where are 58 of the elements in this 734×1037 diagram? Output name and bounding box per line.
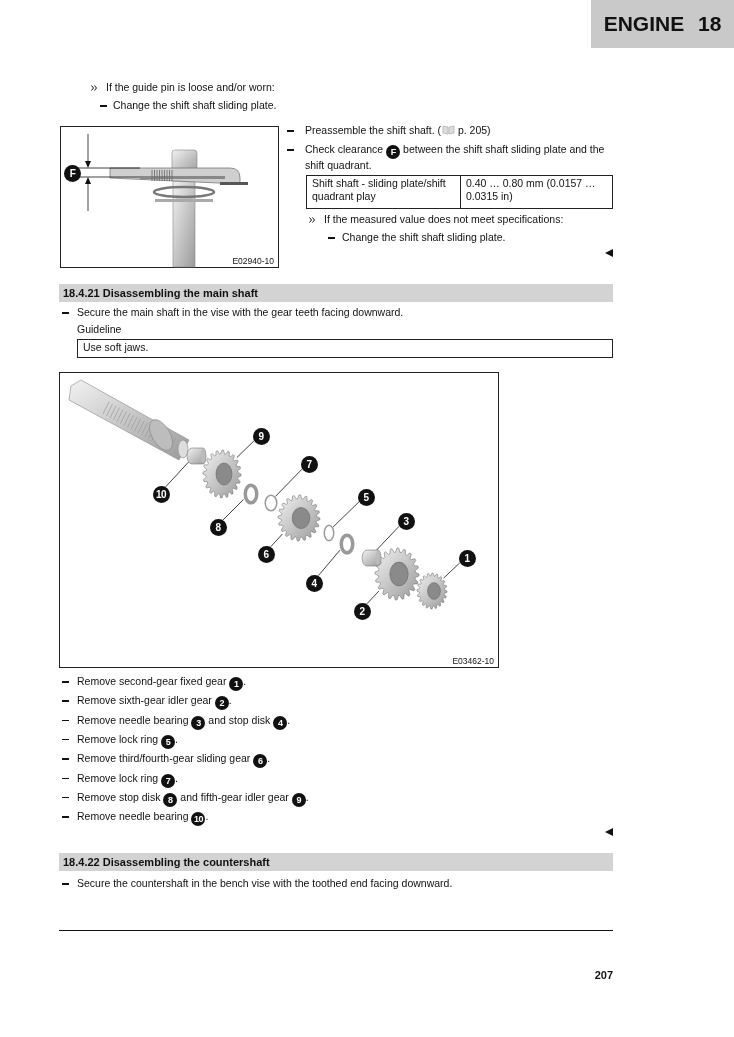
callout-number: 2 (353, 602, 371, 620)
callout-number: 3 (397, 512, 415, 530)
gear-drawing (416, 572, 448, 610)
leader-line (365, 590, 379, 604)
figure-code: E02940-10 (232, 256, 274, 266)
instruction-text: Remove second-gear fixed gear 1. (77, 675, 248, 691)
instruction-text: Preassemble the shift shaft. ( p. 205) (305, 124, 492, 137)
page-header-title: ENGINE 18 (591, 0, 734, 48)
instruction-text: Change the shift shaft sliding plate. (342, 231, 507, 244)
figure-code: E03462-10 (452, 656, 494, 666)
page-number: 207 (593, 969, 613, 982)
ring-drawing (339, 533, 355, 555)
instruction-text: Secure the countershaft in the bench vise with the toothed end facing downward. (77, 877, 454, 890)
callout-number: 4 (305, 574, 323, 592)
leader-line (235, 440, 254, 458)
instruction-text: Remove sixth-gear idler gear 2. (77, 694, 233, 711)
callout-number: 7 (300, 455, 318, 473)
instruction-text: Remove third/fourth-gear sliding gear 6. (77, 752, 272, 769)
leader-line (222, 498, 244, 520)
leader-line (332, 501, 359, 527)
callout-number: 6 (257, 545, 275, 563)
gear-drawing (202, 449, 242, 499)
instruction-text: Remove needle bearing 10. (77, 810, 210, 827)
ring-drawing (323, 524, 335, 542)
instruction-text: If the measured value does not meet specifications: (324, 213, 565, 226)
needle-bearing-drawing (186, 447, 206, 465)
instruction-text: Change the shift shaft sliding plate. (113, 99, 278, 112)
gear-drawing (277, 494, 321, 542)
callout-number: 10 (152, 485, 170, 503)
callout-number: 9 (252, 427, 270, 445)
instruction-text: If the guide pin is loose and/or worn: (106, 81, 276, 94)
leader-line (274, 468, 302, 497)
instruction-text: Remove needle bearing 3 and stop disk 4. (77, 713, 292, 730)
figure-frame (60, 126, 279, 268)
leader-line (317, 549, 340, 576)
leader-line (375, 525, 400, 551)
instruction-text: Remove lock ring 7. (77, 771, 179, 788)
note-text: Guideline (77, 323, 123, 336)
callout-number: 1 (458, 549, 476, 567)
callout-number: 5 (357, 488, 375, 506)
instruction-text: Secure the main shaft in the vise with the gear teeth facing downward. (77, 306, 405, 319)
leader-line (164, 461, 189, 487)
table-cell: 0.40 … 0.80 mm (0.0157 … 0.0315 in) (460, 175, 613, 209)
section-heading: 18.4.21 Disassembling the main shaft (59, 284, 613, 302)
table-cell: Shift shaft - sliding plate/shift quadrant play (306, 175, 461, 209)
ring-drawing (243, 483, 259, 505)
figure-frame (59, 372, 499, 668)
leader-line (269, 533, 283, 547)
ring-drawing (264, 494, 278, 512)
instruction-text: Check clearance F between the shift shaft sliding plate and the shift quadrant. (305, 143, 606, 172)
callout-number: 8 (209, 518, 227, 536)
instruction-text: Remove stop disk 8 and fifth-gear idler gear 9. (77, 790, 310, 807)
gear-drawing (374, 547, 420, 601)
leader-line (442, 561, 460, 579)
instruction-text: Remove lock ring 5. (77, 732, 179, 749)
section-heading: 18.4.22 Disassembling the countershaft (59, 853, 613, 871)
table-cell: Use soft jaws. (77, 339, 613, 358)
needle-bearing-drawing (361, 549, 381, 567)
